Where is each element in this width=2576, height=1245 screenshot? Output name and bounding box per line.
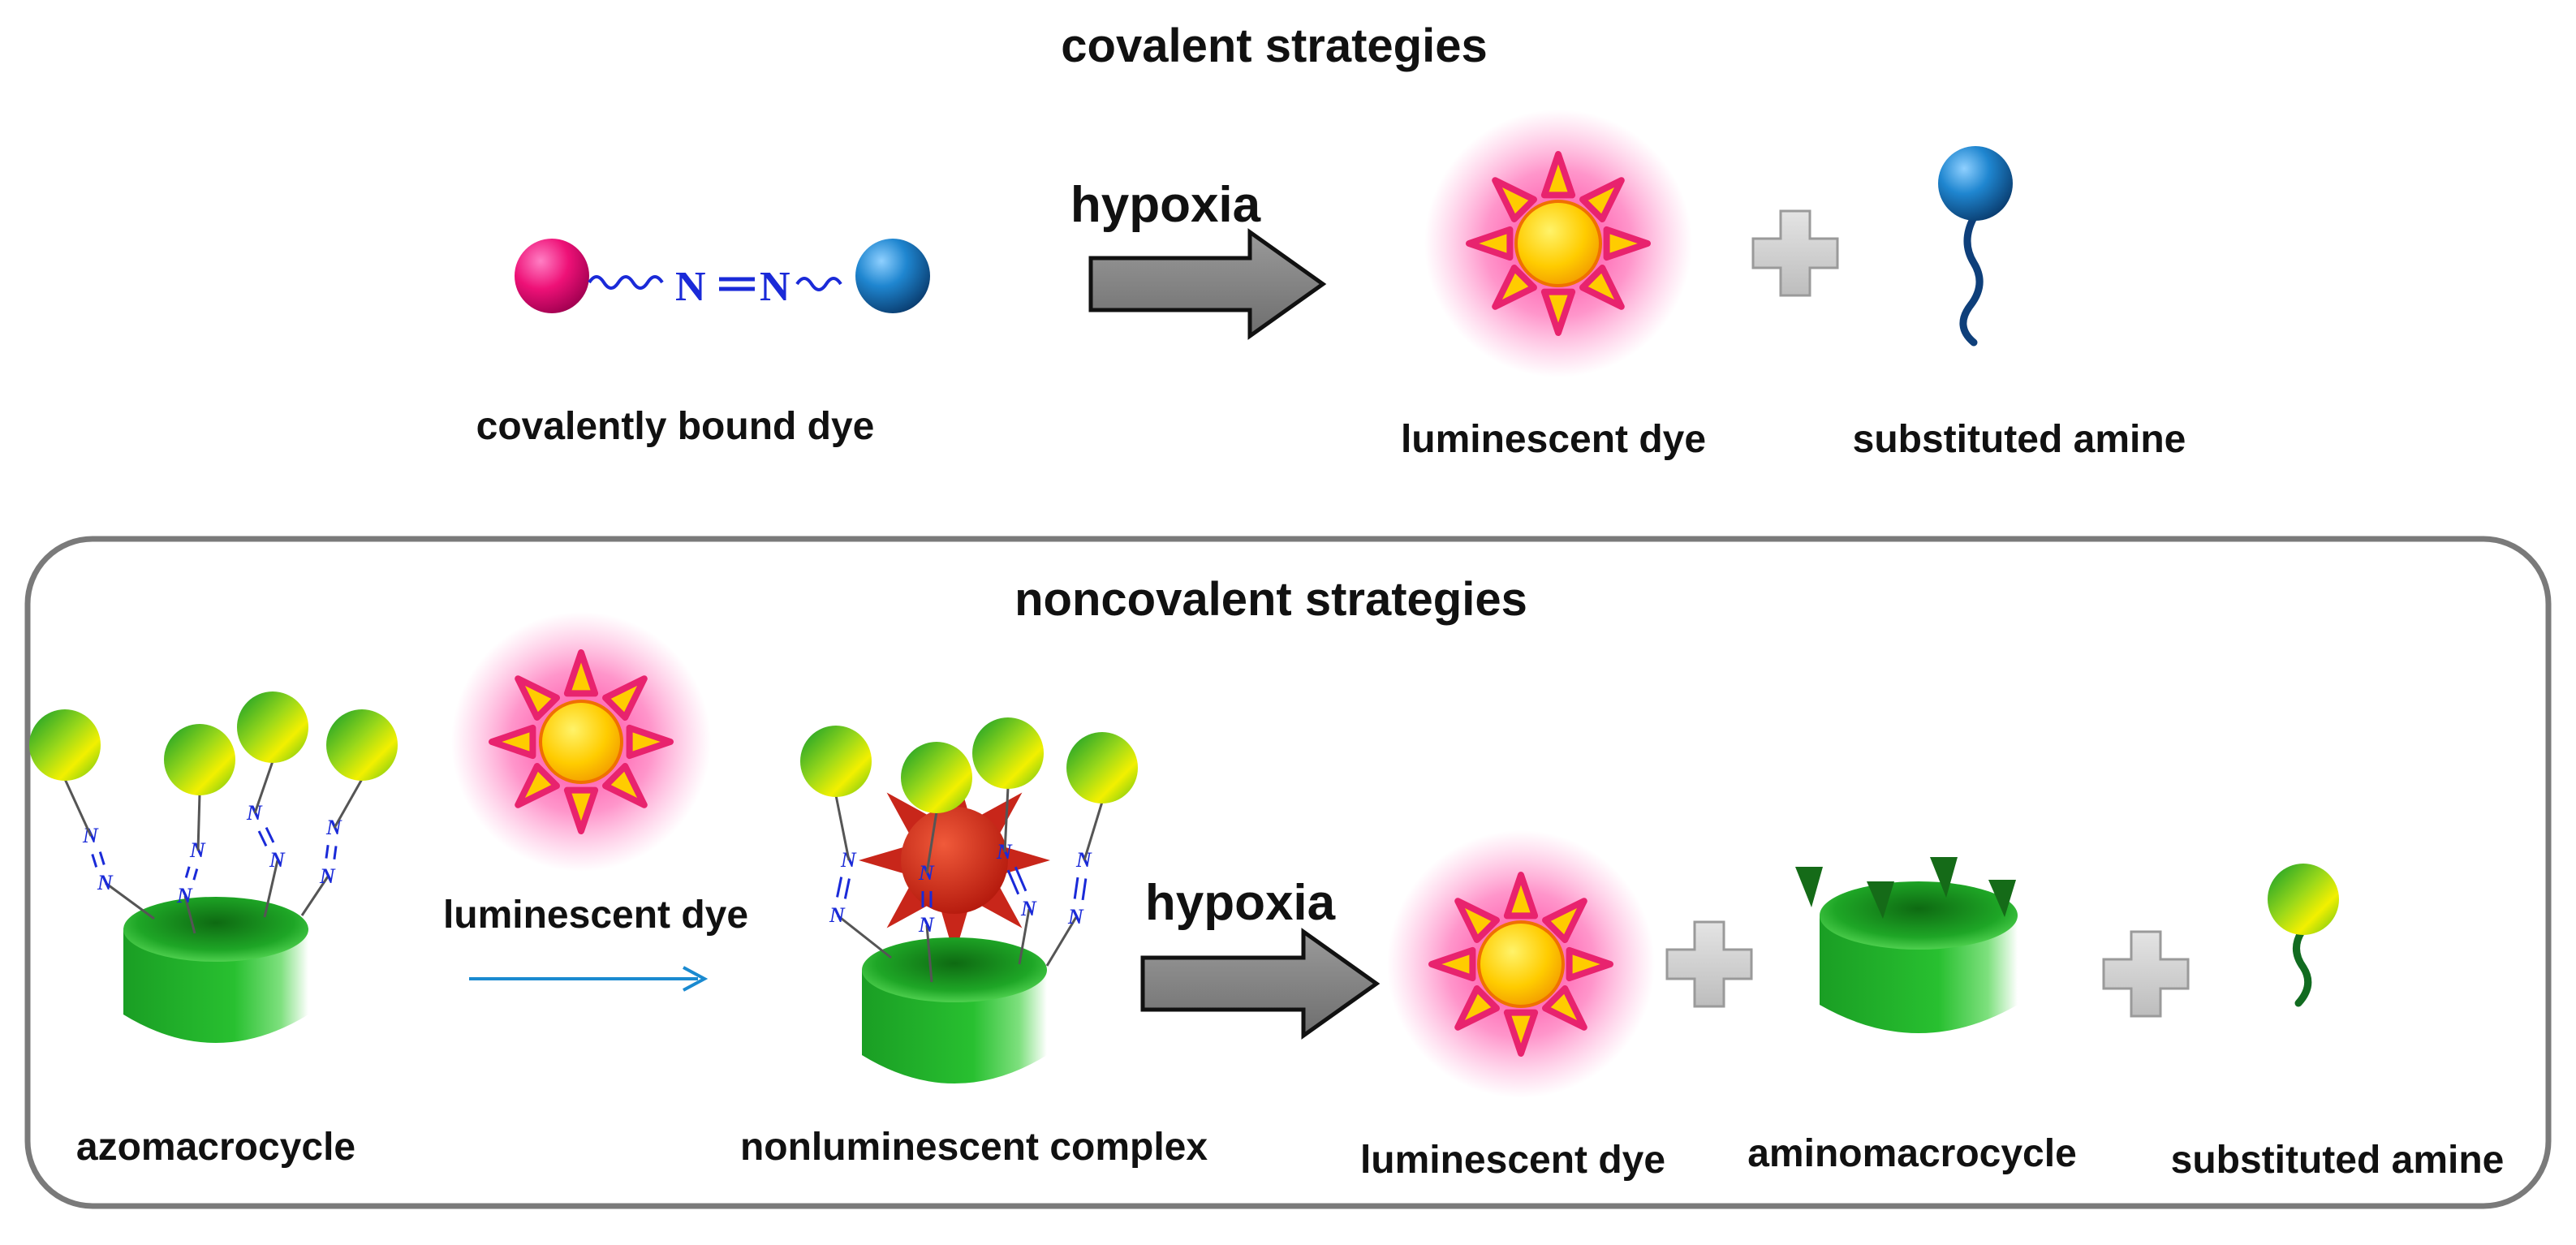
sun-ray bbox=[489, 724, 536, 760]
sun-ray bbox=[1542, 898, 1587, 943]
covalently-bound-dye-molecule bbox=[515, 239, 930, 313]
sun-ray bbox=[1540, 288, 1576, 336]
substituted-amine-covalent bbox=[1938, 146, 2013, 347]
caption-substituted-amine-noncovalent: substituted amine bbox=[2170, 1139, 2505, 1182]
quenched-ray bbox=[1001, 846, 1050, 875]
sun-ray bbox=[1503, 1009, 1539, 1057]
noncovalent-title: noncovalent strategies bbox=[1014, 573, 1527, 626]
caption-covalently-bound-dye: covalently bound dye bbox=[476, 405, 875, 448]
caption-luminescent-dye-covalent: luminescent dye bbox=[1400, 418, 1707, 461]
sun-ray bbox=[1542, 985, 1587, 1031]
aminomacrocycle-molecule bbox=[1795, 857, 2018, 1033]
svg-text:N: N bbox=[176, 884, 193, 907]
azo-linker-n1: N bbox=[675, 264, 706, 310]
sun-ray bbox=[1492, 265, 1537, 310]
sun-ray bbox=[1540, 151, 1576, 199]
sun-ray bbox=[1428, 946, 1476, 982]
hypoxia-arrow-covalent bbox=[1088, 228, 1327, 340]
caption-luminescent-dye-noncovalent: luminescent dye bbox=[1359, 1139, 1666, 1182]
sun-ray bbox=[1579, 265, 1625, 310]
substituted-amine-noncovalent bbox=[2268, 864, 2339, 1007]
sun-ray bbox=[563, 649, 599, 697]
caption-substituted-amine-covalent: substituted amine bbox=[1852, 418, 2186, 461]
svg-text:N: N bbox=[918, 913, 935, 937]
sun-ray bbox=[1466, 226, 1514, 261]
caption-aminomacrocycle: aminomacrocycle bbox=[1747, 1132, 2077, 1175]
sun-ray bbox=[626, 724, 674, 760]
svg-text:N: N bbox=[269, 848, 286, 872]
sun-ray bbox=[515, 675, 560, 721]
sun-ray bbox=[563, 786, 599, 834]
binding-arrow bbox=[469, 966, 709, 992]
green-ball-substituent bbox=[800, 726, 872, 797]
caption-azomacrocycle: azomacrocycle bbox=[75, 1126, 356, 1169]
green-ball-substituent bbox=[326, 709, 398, 781]
hypoxia-label-covalent: hypoxia bbox=[1070, 177, 1261, 233]
covalent-title: covalent strategies bbox=[1061, 19, 1488, 72]
sun-ray bbox=[1492, 177, 1537, 222]
luminescent-dye-covalent bbox=[1424, 110, 1692, 377]
sun-ray bbox=[1603, 226, 1651, 261]
green-ball-substituent bbox=[1066, 732, 1138, 803]
caption-nonluminescent-complex: nonluminescent complex bbox=[739, 1126, 1208, 1169]
azo-linker-n2: N bbox=[760, 264, 790, 310]
sun-ray bbox=[1454, 898, 1500, 943]
binding-label-luminescent-dye: luminescent dye bbox=[442, 894, 749, 937]
noncovalent-panel-frame bbox=[24, 536, 2552, 1209]
sun-ray bbox=[602, 763, 648, 808]
quenched-ray bbox=[940, 907, 969, 956]
luminescent-dye-binding bbox=[451, 612, 711, 872]
green-ball-substituent bbox=[972, 717, 1044, 789]
hypoxia-label-noncovalent: hypoxia bbox=[1144, 875, 1336, 931]
sun-ray bbox=[1503, 872, 1539, 920]
sun-ray bbox=[1579, 177, 1625, 222]
sun-ray bbox=[1454, 985, 1500, 1031]
svg-text:N: N bbox=[97, 871, 114, 894]
green-ball-substituent bbox=[901, 742, 972, 813]
svg-text:N: N bbox=[1067, 905, 1084, 928]
svg-text:N: N bbox=[319, 864, 336, 888]
hypoxia-arrow-noncovalent bbox=[1140, 928, 1381, 1040]
plus-icon bbox=[1751, 209, 1839, 297]
quenched-ray bbox=[859, 846, 908, 875]
plus-icon bbox=[1665, 920, 1753, 1008]
sun-ray bbox=[515, 763, 560, 808]
green-ball-substituent bbox=[164, 724, 235, 795]
luminescent-dye-released bbox=[1387, 830, 1655, 1098]
svg-text:N: N bbox=[1020, 897, 1037, 920]
svg-text:N: N bbox=[829, 903, 846, 927]
green-ball-substituent bbox=[29, 709, 101, 781]
plus-icon bbox=[2102, 930, 2190, 1018]
sun-ray bbox=[1566, 946, 1613, 982]
sun-ray bbox=[602, 675, 648, 721]
green-ball-substituent bbox=[237, 691, 308, 763]
